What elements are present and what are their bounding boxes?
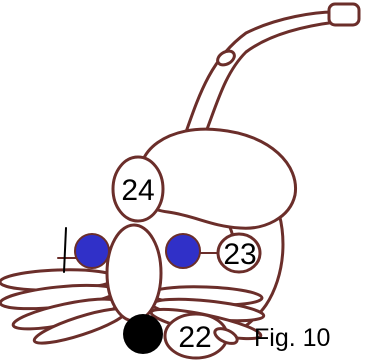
right-blue-eye xyxy=(166,234,200,268)
central-oval xyxy=(107,225,161,321)
label-22: 22 xyxy=(178,321,211,354)
left-tick xyxy=(64,228,66,272)
label-24: 24 xyxy=(121,174,154,207)
black-dot xyxy=(123,314,163,354)
left-blue-eye xyxy=(75,234,109,268)
stalk-tip xyxy=(329,4,359,25)
stalk xyxy=(186,12,336,132)
figure-caption: Fig. 10 xyxy=(254,324,330,352)
label-23: 23 xyxy=(223,238,256,271)
